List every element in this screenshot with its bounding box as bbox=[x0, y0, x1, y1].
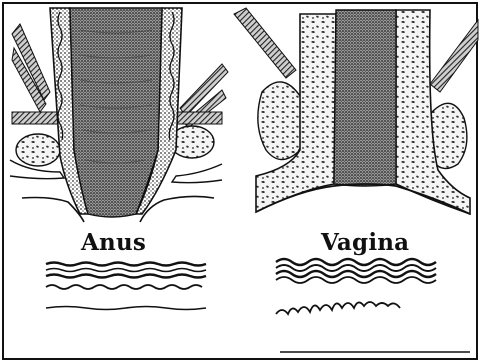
anus-tissue-layers bbox=[46, 263, 206, 310]
vagina-illustration bbox=[234, 8, 478, 214]
left-anal-gland bbox=[16, 134, 60, 166]
right-levator-band bbox=[176, 112, 222, 124]
left-levator-band bbox=[12, 112, 58, 124]
vagina-tissue-layers bbox=[276, 259, 470, 352]
right-pelvic-muscle bbox=[430, 20, 478, 92]
vagina-label: Vagina bbox=[321, 229, 409, 256]
anus-illustration bbox=[10, 8, 228, 222]
left-pelvic-muscle bbox=[234, 8, 296, 78]
anus-label: Anus bbox=[81, 229, 146, 256]
left-vaginal-gland bbox=[258, 82, 306, 160]
vaginal-lumen bbox=[334, 10, 396, 186]
